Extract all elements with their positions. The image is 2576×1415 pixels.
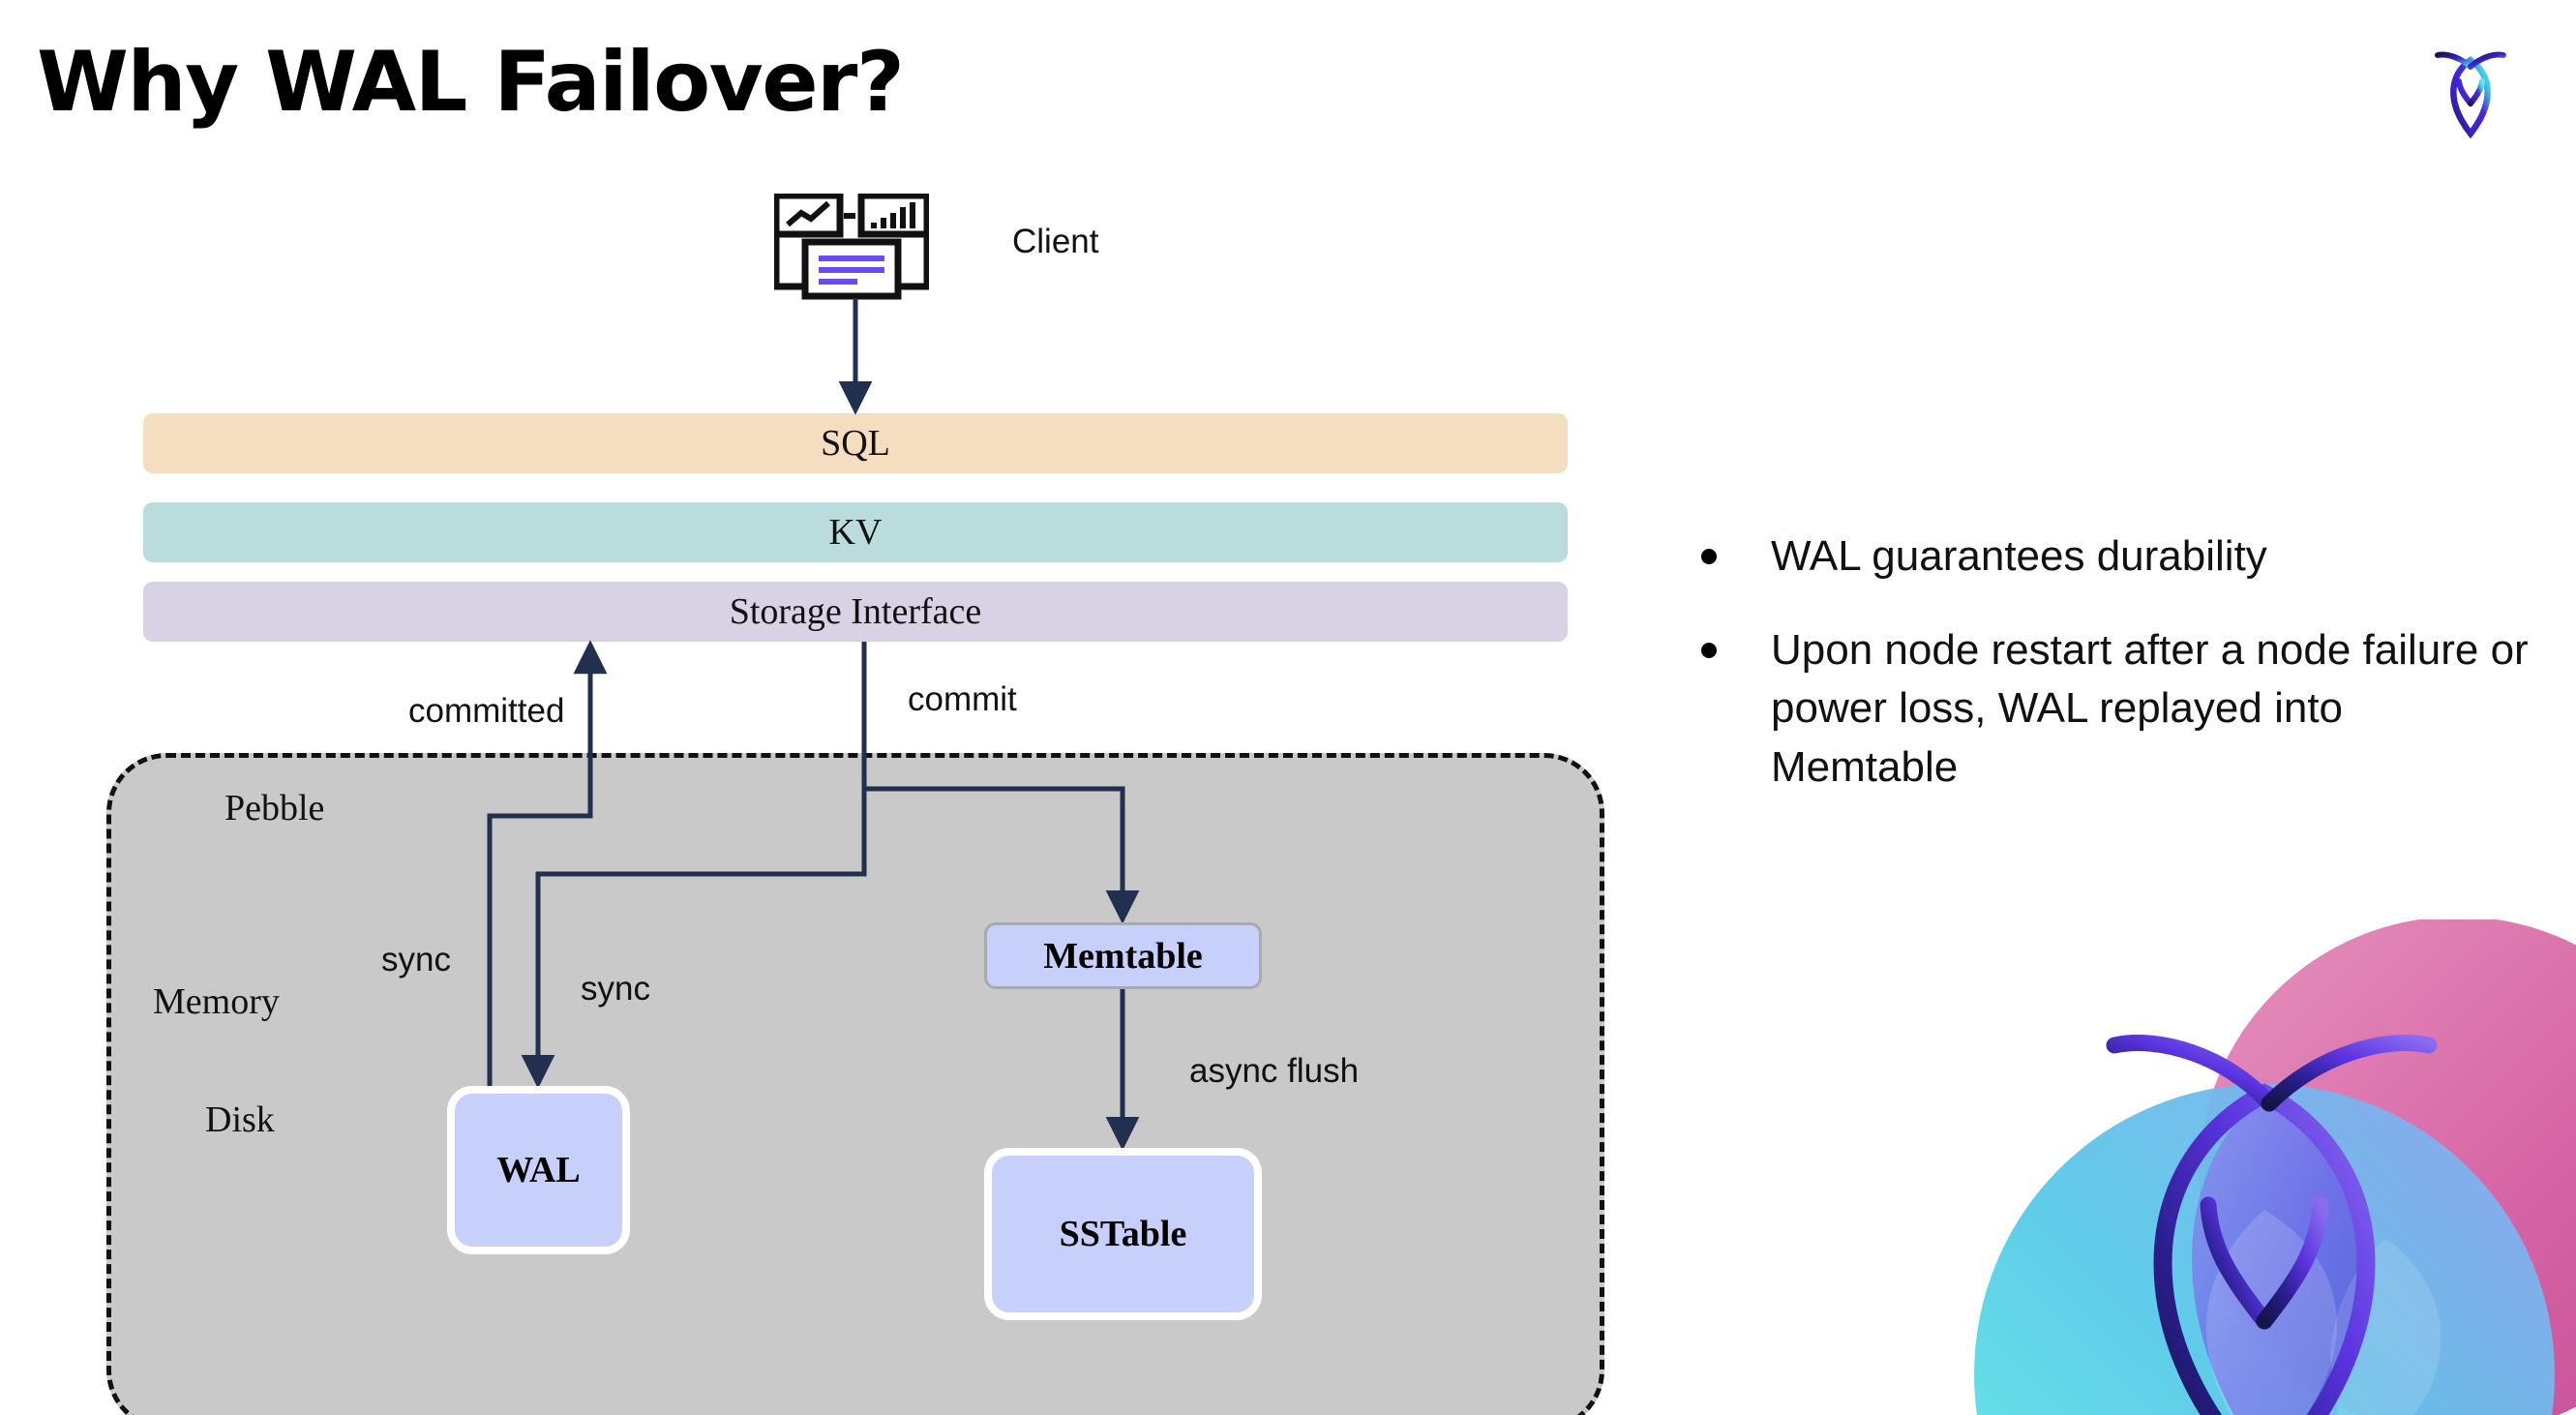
component-label-wal: WAL <box>496 1150 581 1190</box>
component-box-wal: WAL <box>447 1086 630 1254</box>
component-box-memtable: Memtable <box>984 922 1262 989</box>
component-box-sstable: SSTable <box>984 1148 1262 1320</box>
component-label-sstable: SSTable <box>1059 1214 1187 1254</box>
cockroachdb-logo <box>2413 33 2528 147</box>
edge-label-sync-committed: sync <box>381 941 451 978</box>
bullet-dot-icon <box>1701 642 1717 658</box>
memory-label: Memory <box>153 981 280 1022</box>
list-item: WAL guarantees durability <box>1701 527 2533 587</box>
pebble-label: Pebble <box>225 788 325 828</box>
bullet-text: WAL guarantees durability <box>1771 532 2267 580</box>
disk-label: Disk <box>205 1099 275 1140</box>
edge-label-sync-commit: sync <box>581 970 650 1008</box>
layer-bar-sql: SQL <box>143 413 1568 473</box>
bullet-text: Upon node restart after a node failure o… <box>1771 625 2529 792</box>
bullet-dot-icon <box>1701 549 1717 564</box>
edge-label-async-flush: async flush <box>1189 1052 1360 1090</box>
layer-bar-storage-interface-label: Storage Interface <box>729 591 982 632</box>
page-title: Why WAL Failover? <box>37 34 905 131</box>
layer-bar-kv-label: KV <box>828 512 883 553</box>
edge-label-committed: committed <box>408 692 565 730</box>
list-item: Upon node restart after a node failure o… <box>1701 621 2533 798</box>
edge-label-commit: commit <box>908 680 1017 718</box>
decorative-gradient-artwork <box>1945 919 2576 1415</box>
bullet-list: WAL guarantees durability Upon node rest… <box>1701 527 2533 832</box>
layer-bar-kv: KV <box>143 502 1568 562</box>
layer-bar-sql-label: SQL <box>821 423 890 464</box>
layer-bar-storage-interface: Storage Interface <box>143 582 1568 642</box>
component-label-memtable: Memtable <box>1043 935 1203 977</box>
client-label: Client <box>1012 223 1099 260</box>
client-dashboard-icon <box>772 192 931 300</box>
pebble-container <box>106 753 1604 1415</box>
